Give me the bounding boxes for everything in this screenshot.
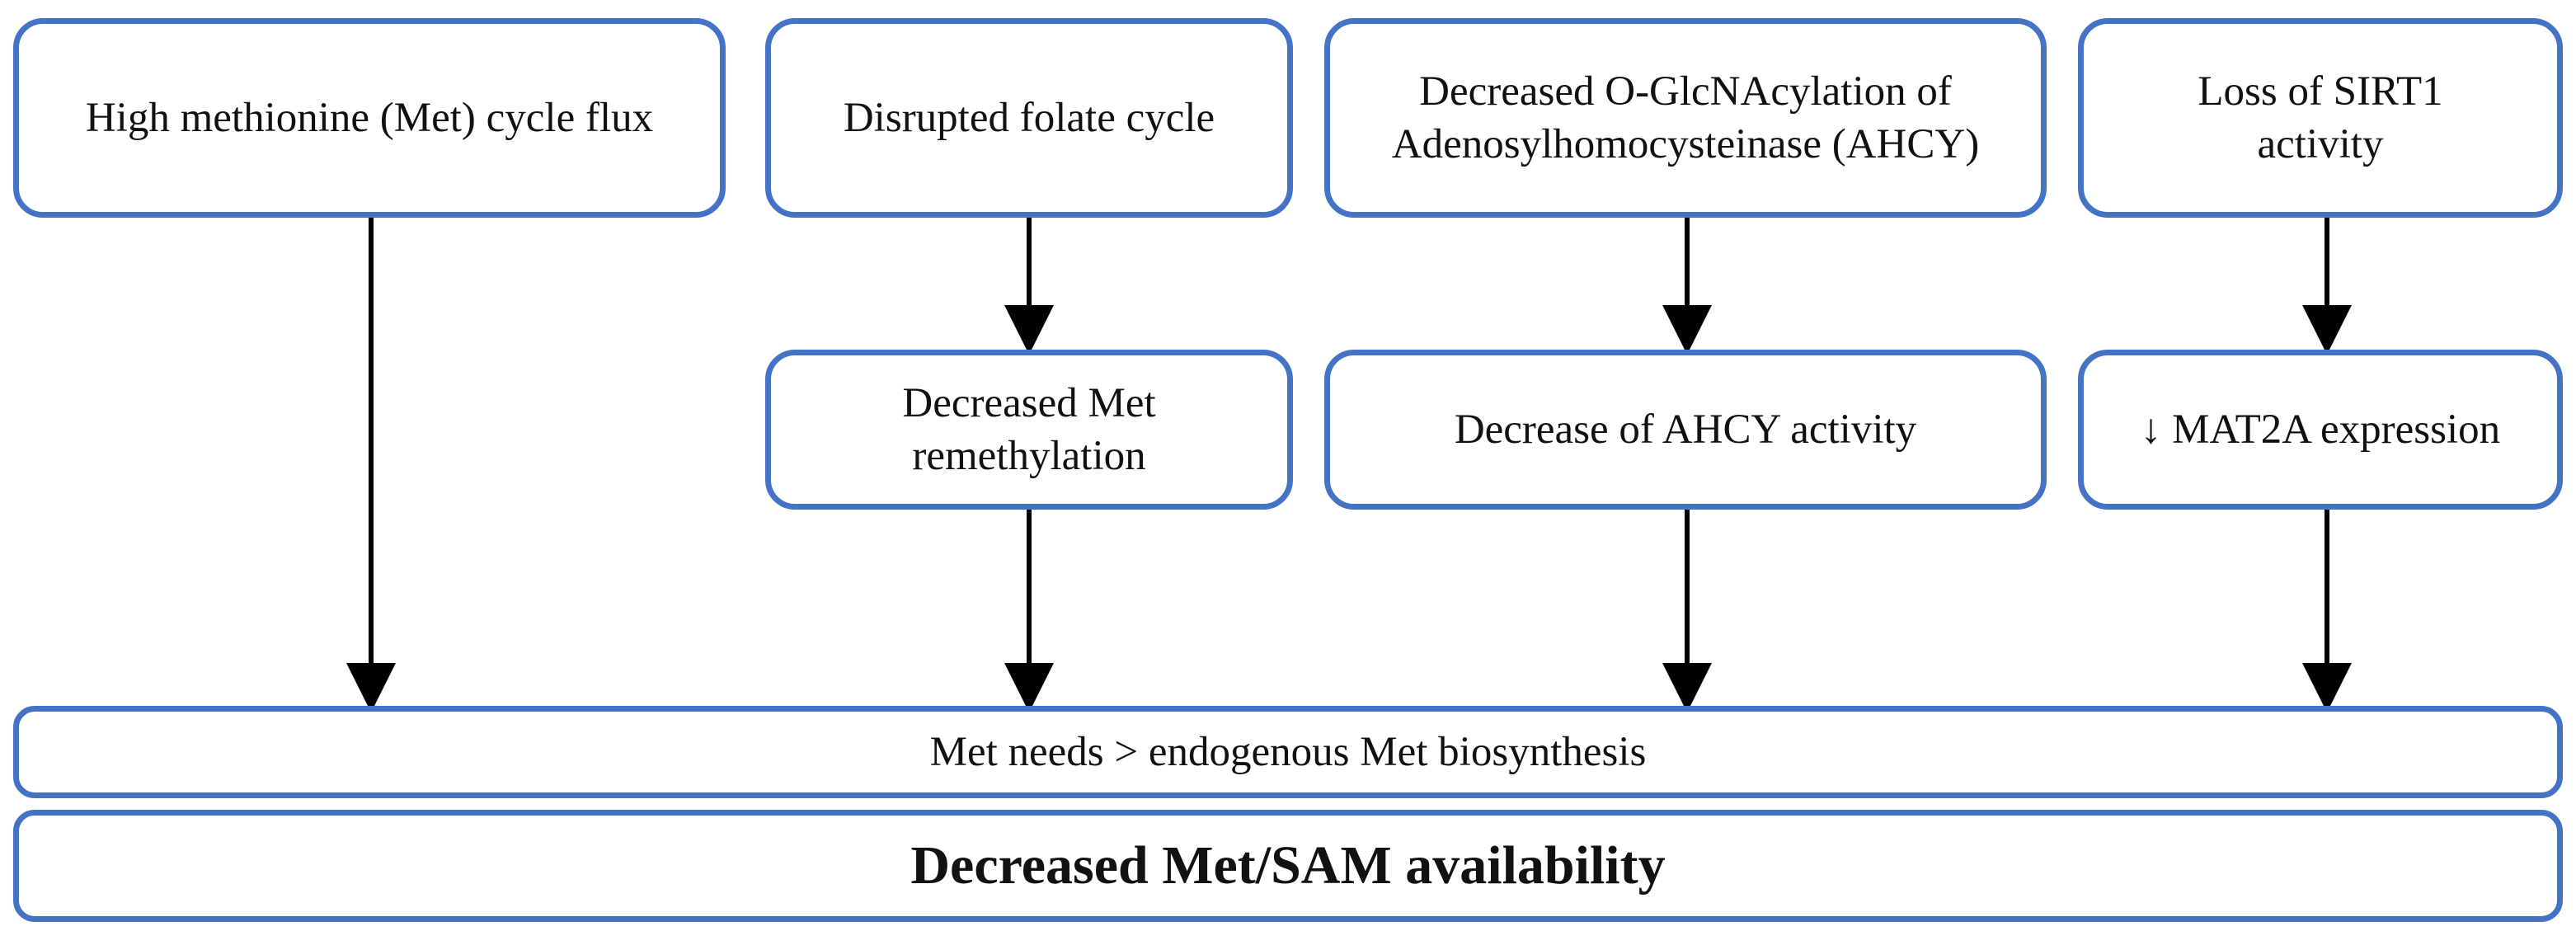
met-flux-box: High methionine (Met) cycle flux: [13, 18, 726, 218]
met-flux-label: High methionine (Met) cycle flux: [85, 95, 654, 141]
met-needs-label: Met needs > endogenous Met biosynthesis: [929, 729, 1647, 775]
mat2a-label: ↓ MAT2A expression: [2140, 407, 2501, 453]
glcnac-box: Decreased O-GlcNAcylation of Adenosylhom…: [1324, 18, 2047, 218]
result-box: Decreased Met/SAM availability: [13, 810, 2563, 922]
ahcy-activity-box: Decrease of AHCY activity: [1324, 350, 2047, 510]
sirt1-box: Loss of SIRT1 activity: [2078, 18, 2563, 218]
remethylation-box: Decreased Met remethylation: [765, 350, 1293, 510]
sirt1-label: Loss of SIRT1 activity: [2198, 68, 2443, 167]
ahcy-activity-label: Decrease of AHCY activity: [1454, 407, 1917, 453]
folate-box: Disrupted folate cycle: [765, 18, 1293, 218]
remethylation-label: Decreased Met remethylation: [902, 380, 1156, 479]
mat2a-box: ↓ MAT2A expression: [2078, 350, 2563, 510]
glcnac-label: Decreased O-GlcNAcylation of Adenosylhom…: [1391, 68, 1980, 167]
result-label: Decreased Met/SAM availability: [910, 835, 1666, 896]
folate-label: Disrupted folate cycle: [843, 95, 1215, 141]
met-needs-box: Met needs > endogenous Met biosynthesis: [13, 706, 2563, 798]
